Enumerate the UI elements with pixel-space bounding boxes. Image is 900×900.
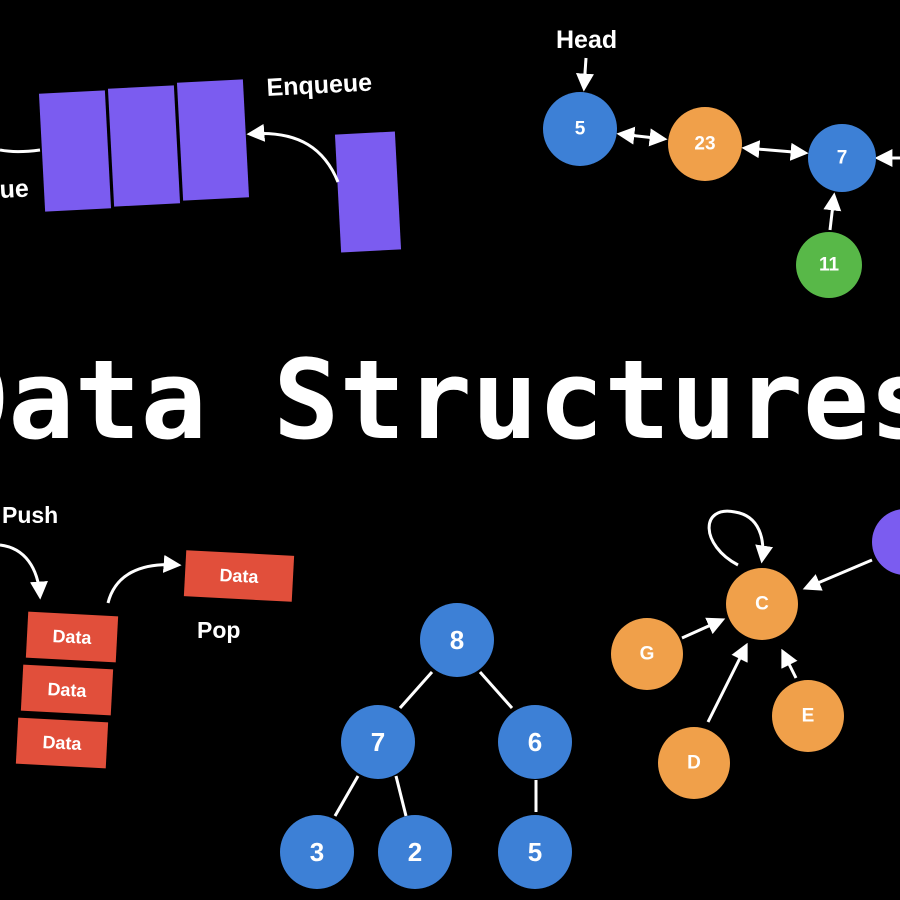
binary-tree-diagram: 8 7 6 3 2 5 — [280, 603, 572, 889]
graph-edge — [681, 617, 726, 640]
queue-cell — [107, 85, 181, 207]
queue-diagram: Enqueue ue — [0, 69, 402, 253]
link-arrow — [823, 192, 842, 231]
stack-item-label: Data — [47, 679, 88, 701]
tree-node: 8 — [420, 603, 494, 677]
stack-diagram: Push Data Data Data Data Pop — [0, 502, 295, 769]
graph-edge — [802, 558, 873, 591]
graph-node: D — [658, 727, 730, 799]
list-node: 23 — [668, 107, 742, 181]
list-node: 7 — [808, 124, 876, 192]
graph-node: E — [772, 680, 844, 752]
dequeue-label: ue — [0, 174, 30, 203]
stack-item-label: Data — [42, 732, 83, 754]
tree-edge — [478, 671, 514, 709]
head-label: Head — [556, 26, 617, 54]
push-label: Push — [2, 502, 58, 528]
tree-node-value: 3 — [310, 837, 324, 867]
stack-item: Data — [15, 717, 109, 769]
enqueue-arrow — [246, 123, 340, 183]
tree-node-value: 5 — [528, 837, 542, 867]
tree-node-value: 2 — [408, 837, 422, 867]
stack-item-label: Data — [52, 626, 93, 648]
graph-node-label: C — [755, 594, 769, 615]
popped-item-label: Data — [219, 565, 260, 587]
graph-node-label: D — [687, 753, 701, 774]
enqueue-label: Enqueue — [266, 69, 373, 102]
graph-node-label: E — [802, 706, 815, 727]
push-arrow — [0, 543, 48, 600]
list-node-value: 7 — [837, 148, 848, 169]
list-node-value: 11 — [819, 255, 840, 276]
page-title: Data Structures — [0, 336, 900, 464]
stack-item: Data — [20, 664, 114, 716]
queue-cell — [38, 90, 112, 212]
tree-node-value: 8 — [450, 625, 464, 655]
graph-node-partial — [872, 509, 900, 575]
link-arrow — [741, 140, 809, 161]
tree-edge — [394, 775, 408, 817]
self-loop-arrow — [707, 509, 774, 567]
dequeue-arrow — [0, 148, 41, 153]
graph-diagram: C G D E — [611, 509, 900, 799]
stack-item: Data — [25, 611, 119, 663]
queue-incoming-cell — [334, 131, 402, 253]
graph-edge — [706, 642, 748, 723]
graph-node: G — [611, 618, 683, 690]
list-node-value: 23 — [694, 134, 715, 155]
graph-node: C — [726, 568, 798, 640]
tree-node: 7 — [341, 705, 415, 779]
linked-list-diagram: Head 5 23 7 11 — [543, 26, 900, 298]
link-arrow — [616, 126, 668, 147]
tree-node: 3 — [280, 815, 354, 889]
tree-node-value: 7 — [371, 727, 385, 757]
tree-node: 5 — [498, 815, 572, 889]
graph-node-label: G — [640, 644, 655, 665]
tree-edge — [398, 671, 434, 709]
pop-arrow — [106, 554, 182, 604]
queue-cell — [176, 79, 250, 201]
tree-edge — [333, 775, 360, 817]
pop-label: Pop — [197, 617, 240, 643]
tree-node: 2 — [378, 815, 452, 889]
popped-item: Data — [183, 550, 295, 602]
list-node-value: 5 — [575, 119, 586, 140]
list-node: 5 — [543, 92, 617, 166]
graph-edge — [781, 648, 798, 679]
head-arrow — [575, 57, 594, 92]
tree-node: 6 — [498, 705, 572, 779]
list-node: 11 — [796, 232, 862, 298]
tree-node-value: 6 — [528, 727, 542, 757]
